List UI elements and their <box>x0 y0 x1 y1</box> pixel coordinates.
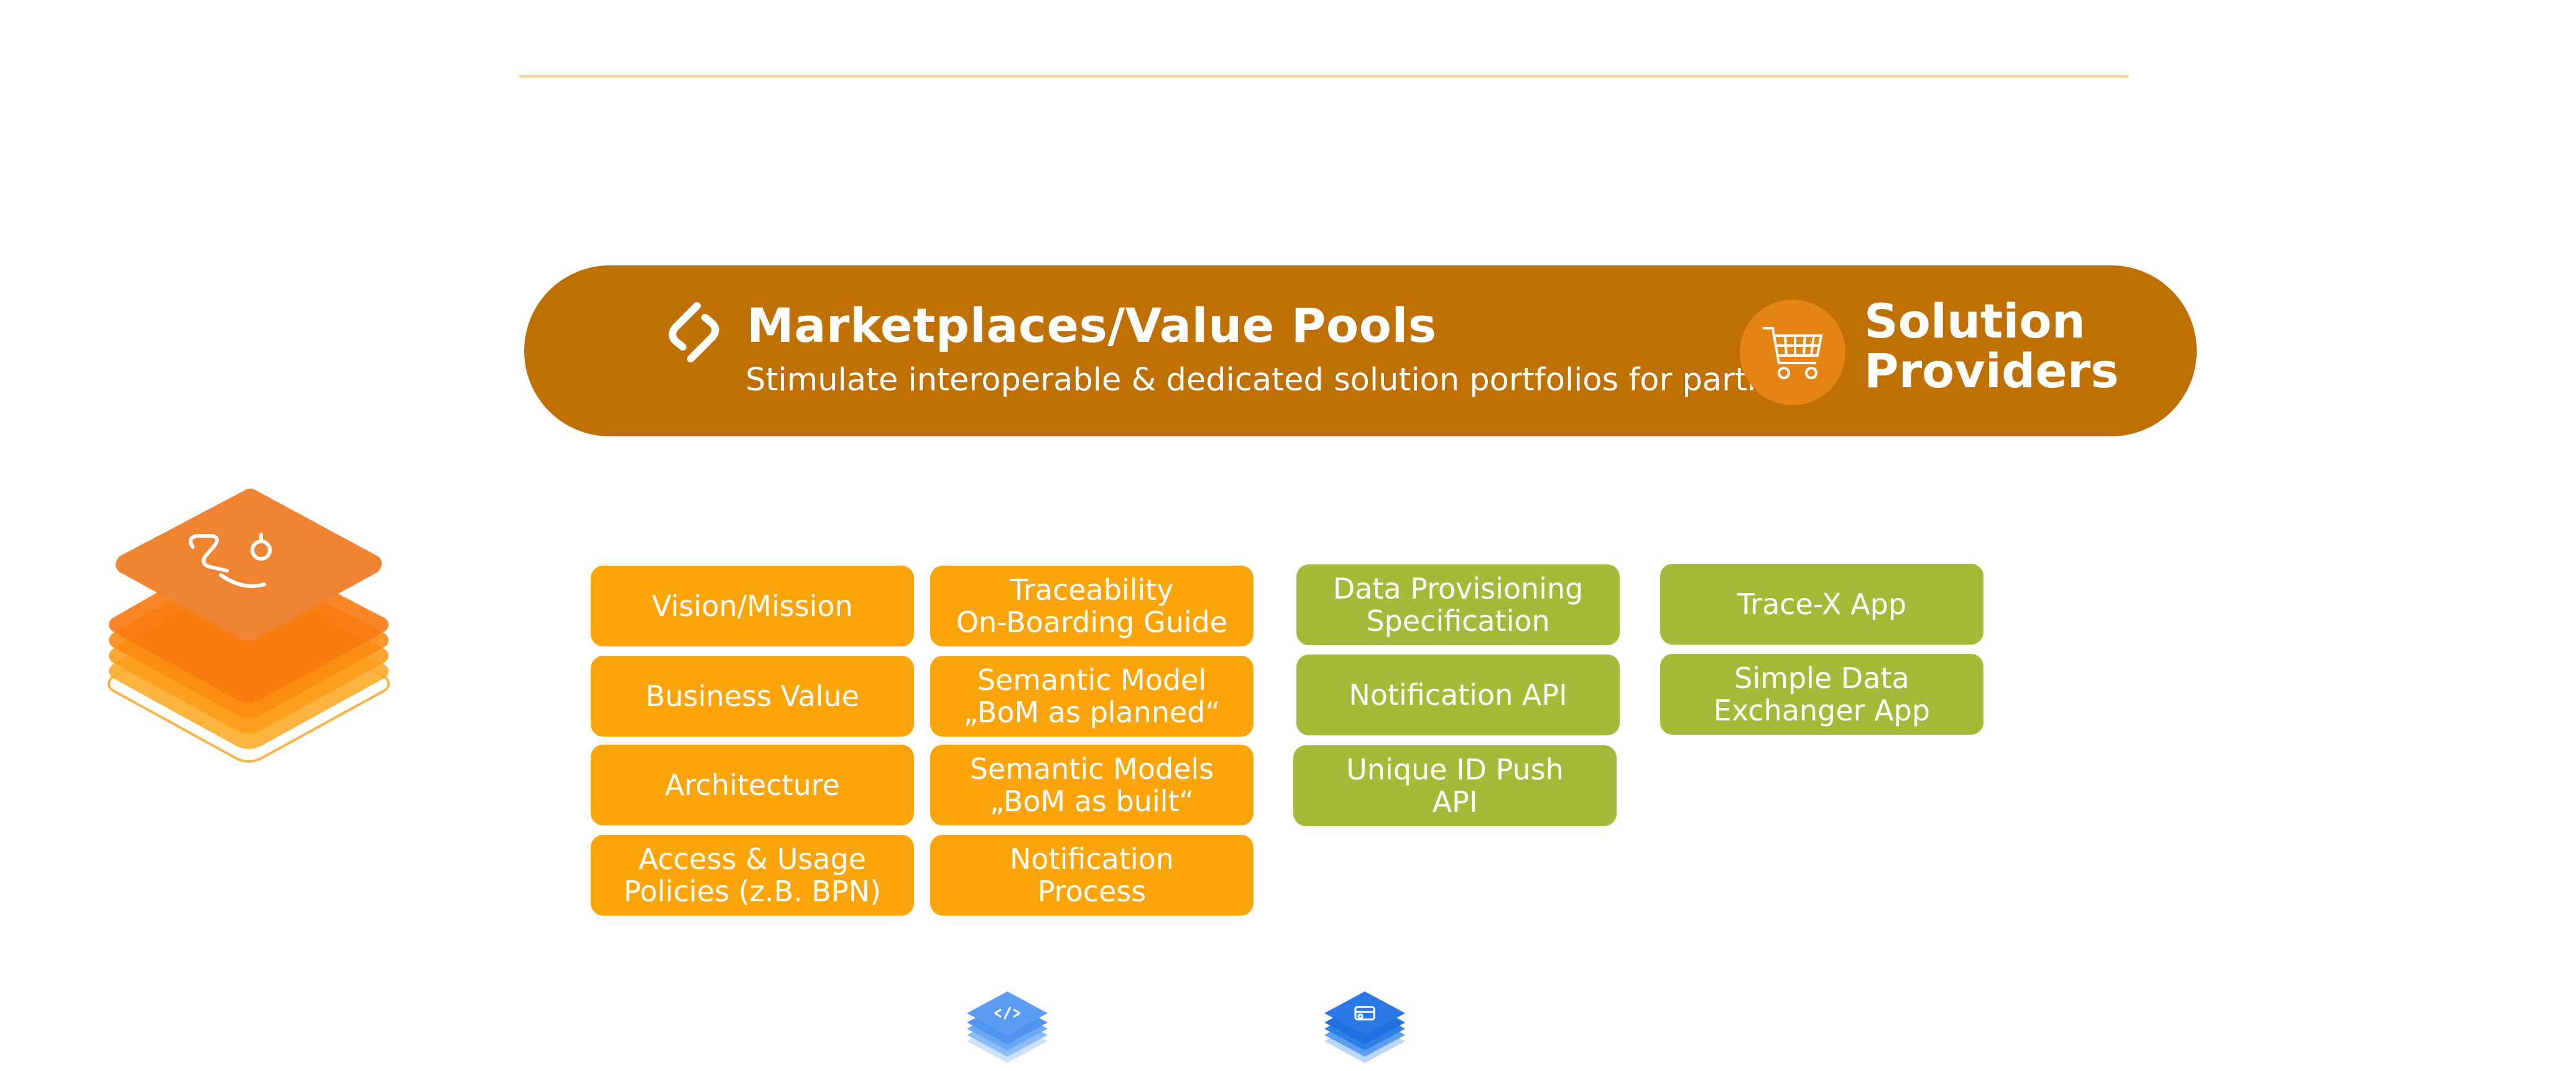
top-divider-line <box>519 75 2128 78</box>
provider-line-2: Providers <box>1864 343 2119 398</box>
box-line-1: Data Provisioning <box>1332 572 1584 605</box>
box-line-2: „BoM as built“ <box>989 784 1194 818</box>
box-line-1: Notification API <box>1349 678 1567 712</box>
box-line-1: Trace-X App <box>1737 587 1907 621</box>
box-line-2: „BoM as planned“ <box>963 696 1221 729</box>
box-line-1: Semantic Models <box>969 752 1214 786</box>
box-line-2: Policies (z.B. BPN) <box>624 875 881 908</box>
box-line-1: Architecture <box>665 768 840 802</box>
banner-subtitle: Stimulate interoperable & dedicated solu… <box>746 362 1817 398</box>
box-line-2: On-Boarding Guide <box>956 605 1228 639</box>
unique-id-push-api-box: Unique ID Push API <box>1293 745 1617 826</box>
box-line-1: Business Value <box>645 679 859 713</box>
box-line-1: Unique ID Push <box>1346 753 1564 786</box>
marketplaces-banner: Marketplaces/Value Pools Stimulate inter… <box>524 265 2197 436</box>
box-line-1: Access & Usage <box>639 842 866 876</box>
provider-line-1: Solution <box>1864 293 2085 349</box>
vision-mission-box: Vision/Mission <box>591 566 914 646</box>
semantic-models-bom-built-box: Semantic Models „BoM as built“ <box>930 745 1253 825</box>
data-provisioning-specification-box: Data Provisioning Specification <box>1296 564 1620 645</box>
banner-title: Marketplaces/Value Pools <box>747 298 1437 353</box>
traceability-onboarding-guide-box: Traceability On-Boarding Guide <box>930 566 1253 646</box>
box-line-2: Exchanger App <box>1713 694 1931 727</box>
box-line-1: Notification <box>1010 842 1174 876</box>
box-line-1: Vision/Mission <box>652 589 853 623</box>
box-line-1: Simple Data <box>1734 661 1909 695</box>
box-line-1: Traceability <box>1010 573 1174 607</box>
solution-providers-label: Solution Providers <box>1864 293 2119 398</box>
box-line-2: API <box>1432 785 1478 819</box>
access-usage-policies-box: Access & Usage Policies (z.B. BPN) <box>591 835 914 916</box>
trace-x-app-box: Trace-X App <box>1660 564 1983 645</box>
simple-data-exchanger-app-box: Simple Data Exchanger App <box>1660 654 1983 735</box>
architecture-box: Architecture <box>591 745 914 825</box>
box-line-1: Semantic Model <box>977 663 1207 697</box>
code-stack-icon <box>967 991 1048 1063</box>
shopping-cart-icon <box>1763 327 1823 379</box>
box-line-2: Specification <box>1366 604 1550 638</box>
app-stack-icon <box>1324 991 1405 1063</box>
cart-badge <box>1740 300 1845 405</box>
semantic-model-bom-planned-box: Semantic Model „BoM as planned“ <box>930 656 1253 737</box>
notification-api-box: Notification API <box>1296 655 1620 735</box>
link-logo-icon <box>668 302 719 362</box>
business-value-box: Business Value <box>591 656 914 737</box>
box-line-2: Process <box>1037 875 1147 908</box>
traceability-route-stack-icon <box>108 489 390 763</box>
notification-process-box: Notification Process <box>930 835 1253 916</box>
